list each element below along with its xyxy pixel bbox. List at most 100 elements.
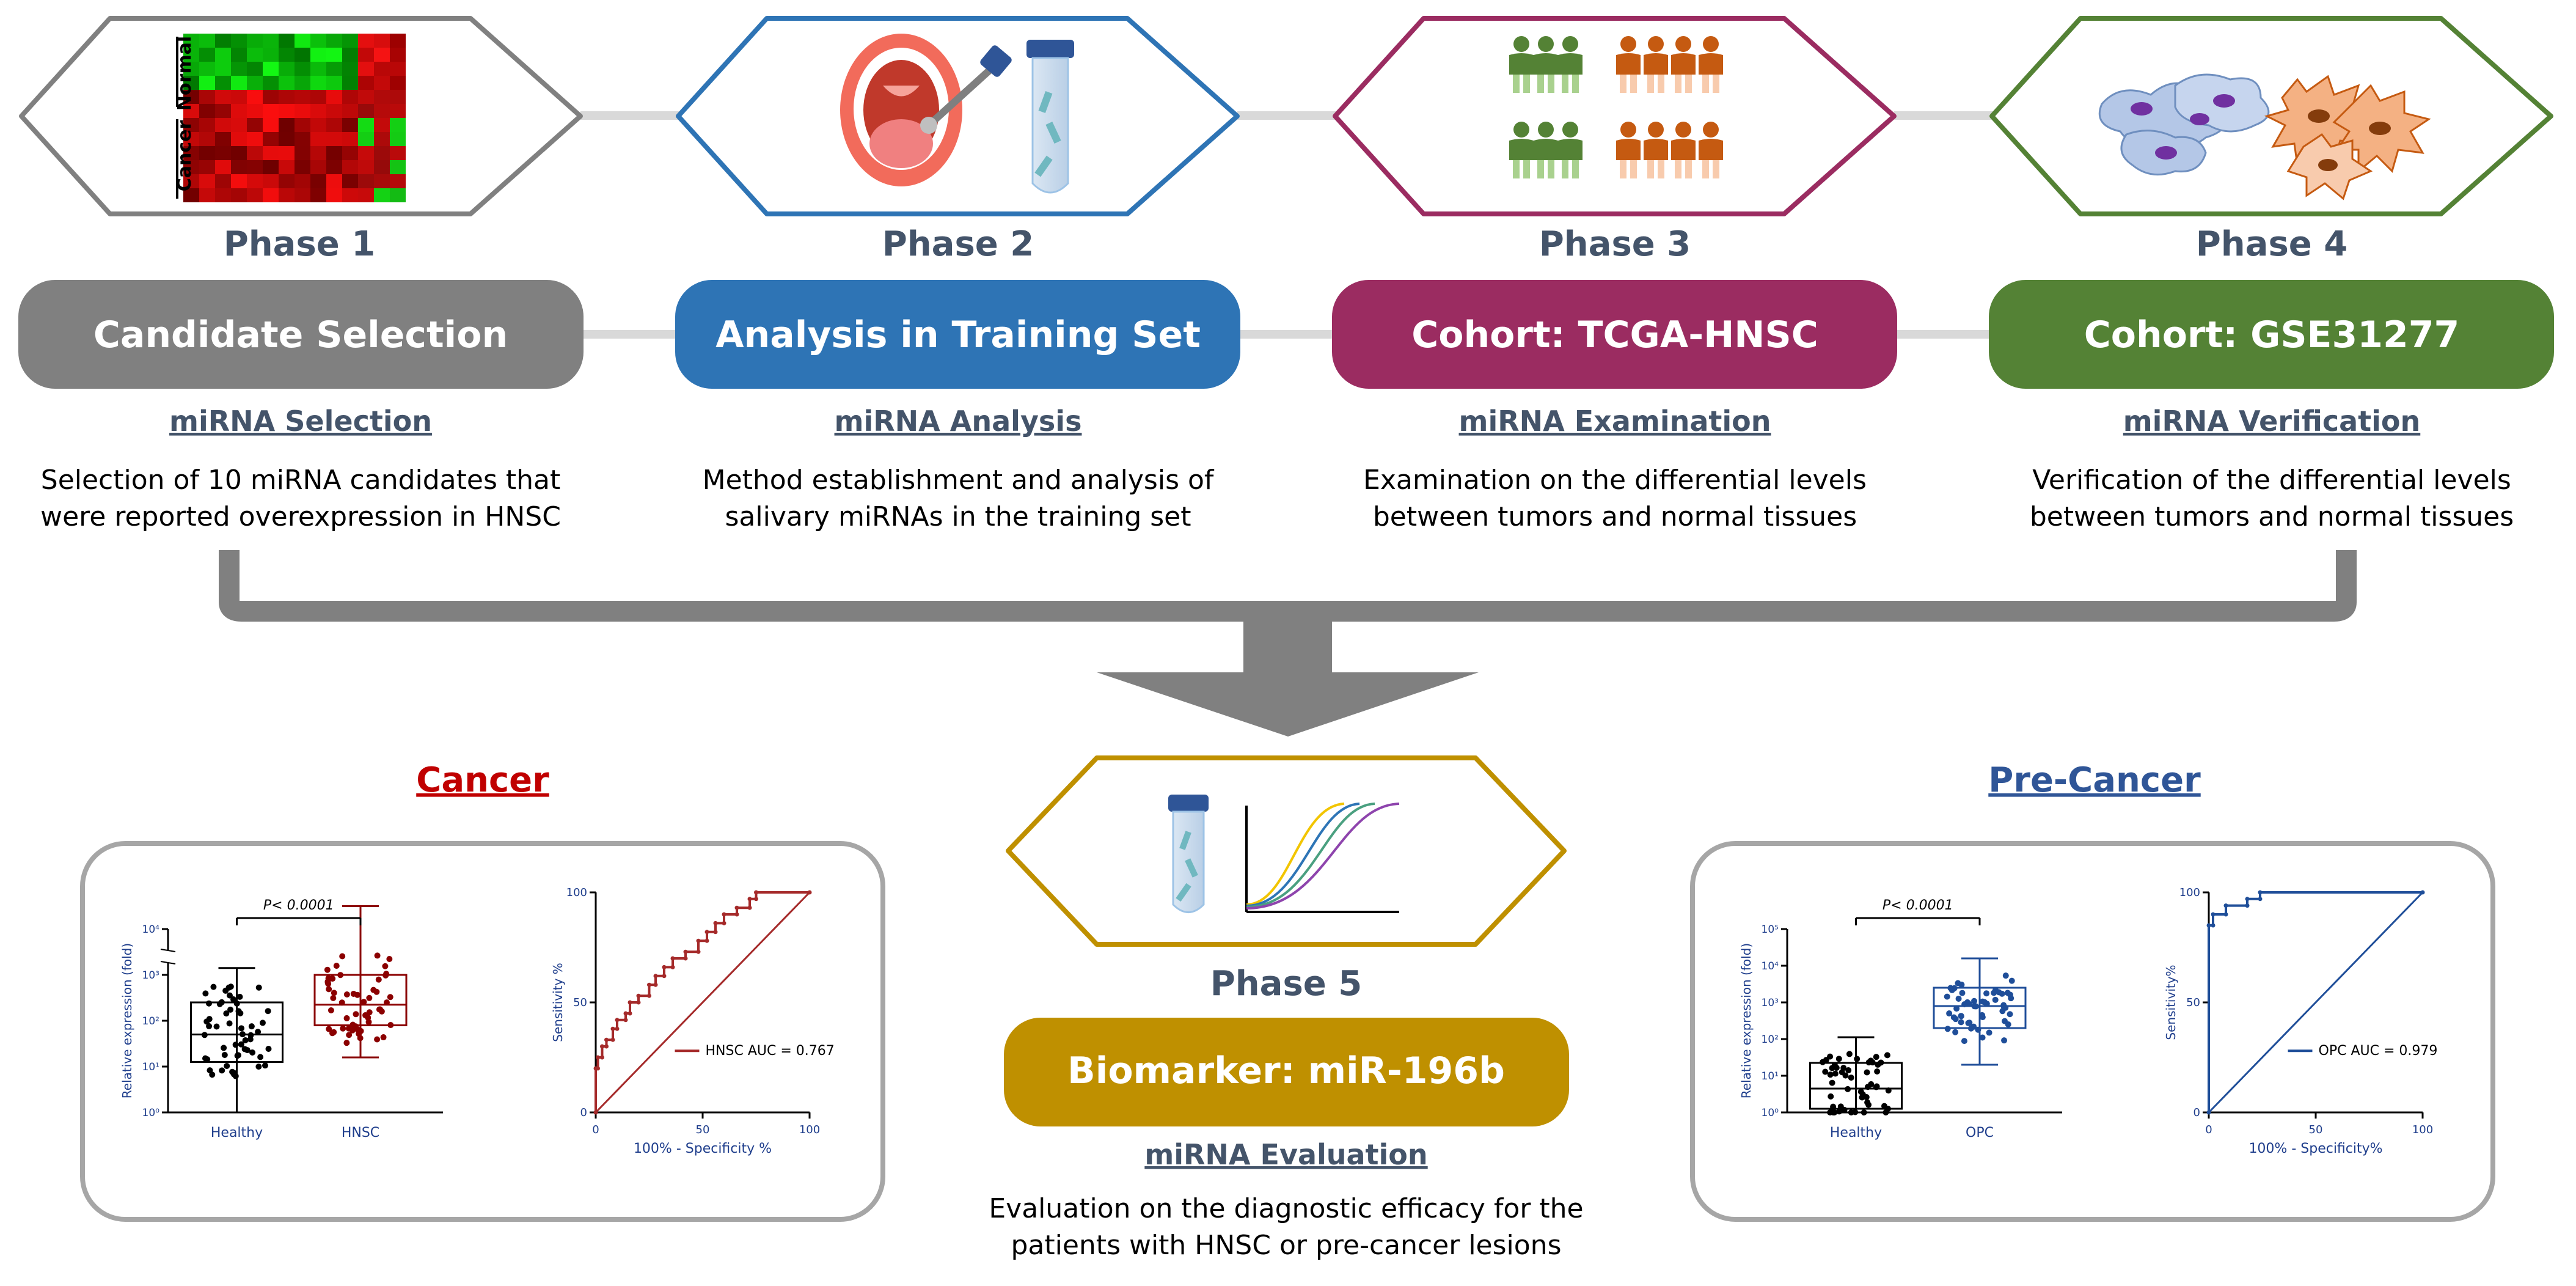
- phase-connectors: [580, 111, 1998, 339]
- data-point: [353, 1011, 359, 1018]
- heatmap-cell: [390, 62, 406, 76]
- roc-point: [653, 974, 658, 979]
- person-body: [1509, 139, 1534, 160]
- data-point: [216, 1001, 223, 1007]
- heatmap-cell: [374, 146, 390, 160]
- heatmap-cell: [342, 118, 358, 132]
- axis-break: [163, 950, 173, 963]
- person-leg: [1685, 160, 1692, 178]
- legend-label: OPC AUC = 0.979: [2319, 1043, 2438, 1059]
- heatmap-cell: [358, 188, 374, 202]
- heatmap-cell: [310, 188, 326, 202]
- heatmap-cell: [310, 90, 326, 104]
- data-point: [233, 1000, 240, 1007]
- data-point: [241, 1046, 248, 1053]
- heatmap-cell: [247, 174, 263, 188]
- phase-1-desc-line2: were reported overexpression in HNSC: [40, 501, 561, 532]
- heatmap-cell: [390, 90, 406, 104]
- roc-point: [683, 956, 688, 961]
- heatmap-cell: [342, 132, 358, 146]
- data-point: [238, 1025, 245, 1032]
- data-point: [383, 971, 390, 977]
- heatmap-cell: [342, 146, 358, 160]
- phase-1-heading: miRNA Selection: [169, 405, 432, 438]
- person-leg: [1713, 75, 1719, 93]
- person-leg: [1513, 75, 1520, 93]
- data-point: [259, 1020, 266, 1026]
- data-point: [1846, 1051, 1853, 1057]
- person-leg: [1572, 160, 1579, 178]
- heatmap-cell: [231, 146, 247, 160]
- data-point: [1986, 1029, 1992, 1036]
- data-point: [376, 1006, 383, 1013]
- data-point: [1959, 990, 1966, 996]
- phase-4-heading: miRNA Verification: [2123, 405, 2420, 438]
- data-point: [1848, 1109, 1854, 1115]
- heatmap-cell: [358, 34, 374, 48]
- roc-point: [636, 1000, 641, 1005]
- phase-2-hexagon: [676, 16, 1240, 216]
- person-head: [1562, 122, 1578, 138]
- roc-point: [615, 1018, 620, 1023]
- phase-headings: miRNA Selection miRNA Analysis miRNA Exa…: [169, 405, 2420, 438]
- person-body: [1558, 139, 1583, 160]
- data-point: [1835, 1056, 1842, 1062]
- roc-point: [670, 964, 675, 969]
- heatmap-cell: [295, 48, 310, 62]
- y-tick-label: 10¹: [1762, 1070, 1779, 1082]
- heatmap-cell: [279, 146, 295, 160]
- heatmap-cell: [183, 90, 199, 104]
- data-point: [206, 1023, 213, 1029]
- data-point: [340, 1025, 346, 1032]
- roc-point: [683, 949, 688, 954]
- roc-point: [722, 920, 726, 925]
- heatmap-cell: [183, 146, 199, 160]
- heatmap-cell: [247, 188, 263, 202]
- heatmap-cell: [374, 48, 390, 62]
- data-point: [207, 1067, 213, 1074]
- heatmap-cell: [199, 48, 215, 62]
- y-axis-label: Relative expression (fold): [1739, 943, 1754, 1098]
- person-body: [1509, 53, 1534, 75]
- heatmap-cell: [279, 188, 295, 202]
- heatmap-cell: [326, 34, 342, 48]
- data-point: [337, 972, 344, 979]
- heatmap-cell: [390, 34, 406, 48]
- roc-point: [662, 964, 667, 969]
- person-leg: [1685, 75, 1692, 93]
- heatmap-cell: [263, 118, 279, 132]
- reference-diagonal: [2208, 891, 2424, 1114]
- heatmap-cell: [215, 188, 231, 202]
- roc-point: [596, 1066, 600, 1071]
- heatmap-cell: [199, 90, 215, 104]
- heatmap-cell: [231, 174, 247, 188]
- data-point: [325, 975, 332, 982]
- heatmap-cell: [183, 188, 199, 202]
- phase-5-box: Biomarker: miR-196b: [1004, 1018, 1569, 1126]
- data-point: [365, 1014, 371, 1021]
- person-leg: [1537, 160, 1544, 178]
- person-body: [1699, 139, 1723, 160]
- roc-point: [2223, 903, 2228, 908]
- roc-point: [734, 912, 739, 917]
- phase-4-label: Phase 4: [2196, 224, 2347, 264]
- data-point: [213, 1023, 220, 1030]
- data-point: [1883, 1109, 1889, 1115]
- swab-icon: [920, 45, 1012, 134]
- heatmap-cell: [231, 48, 247, 62]
- heatmap-cell: [215, 104, 231, 118]
- heatmap-cell: [295, 160, 310, 174]
- y-tick-label: 10³: [142, 969, 159, 982]
- heatmap-cell: [342, 62, 358, 76]
- roc-point: [713, 920, 718, 925]
- phase-1-box: Candidate Selection: [18, 280, 584, 389]
- heatmap-cell: [263, 62, 279, 76]
- data-point: [227, 1006, 234, 1013]
- roc-point: [610, 1037, 615, 1042]
- roc-point: [696, 949, 701, 954]
- data-point: [1836, 1108, 1843, 1115]
- heatmap-cell: [247, 90, 263, 104]
- heatmap-cell: [199, 104, 215, 118]
- data-point: [1967, 1025, 1974, 1032]
